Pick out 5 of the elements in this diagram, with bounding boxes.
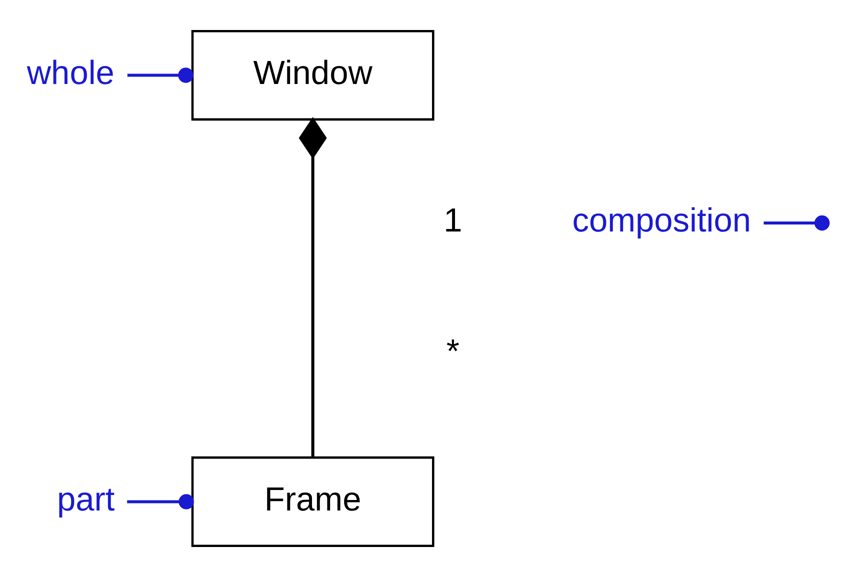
label: 1 (444, 202, 462, 240)
node-text: part (57, 481, 115, 518)
node-text: whole (26, 54, 114, 92)
node-text: composition (572, 202, 751, 240)
label: * (446, 334, 460, 371)
